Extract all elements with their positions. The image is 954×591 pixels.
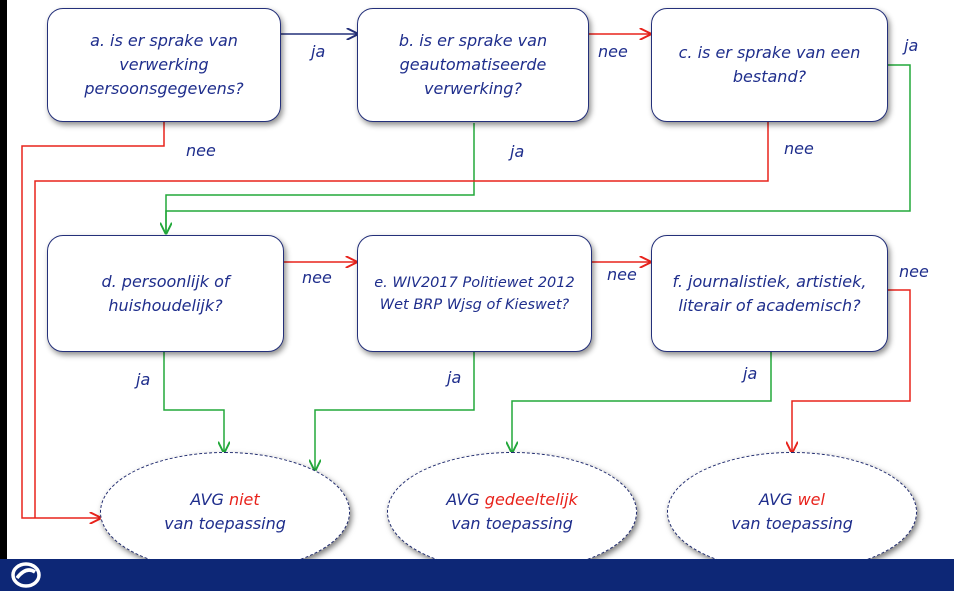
box-c-text: c. is er sprake van een bestand? (678, 43, 861, 86)
outcome-niet-line1: AVG niet (190, 490, 260, 509)
label-b-c: nee (598, 42, 628, 61)
highlight-gedeeltelijk: gedeeltelijk (484, 490, 578, 509)
outcome-wel-line2: van toepassing (731, 514, 853, 533)
label-a-nee: nee (186, 141, 216, 160)
arrow-a-niet (21, 122, 165, 518)
box-a-text: a. is er sprake van verwerking persoonsg… (84, 31, 244, 98)
arrow-f-wel (792, 289, 911, 452)
box-b-text: b. is er sprake van geautomatiseerde ver… (398, 31, 548, 98)
label-f-nee: nee (899, 262, 929, 281)
box-f-text: f. journalistiek, artistiek, literair of… (672, 271, 867, 315)
label-e-f: nee (607, 265, 637, 284)
label-a-b: ja (311, 42, 326, 61)
box-f: f. journalistiek, artistiek, literair of… (651, 235, 888, 352)
label-f-ja: ja (743, 364, 758, 383)
outcome-niet: AVG niet van toepassing (100, 452, 350, 572)
left-border (0, 0, 7, 591)
outcome-gedeeltelijk: AVG gedeeltelijk van toepassing (387, 452, 637, 572)
arrow-c-niet (34, 122, 769, 518)
box-b: b. is er sprake van geautomatiseerde ver… (357, 8, 589, 122)
box-d: d. persoonlijk of huishoudelijk? (47, 235, 284, 352)
footer-bar (0, 559, 954, 591)
highlight-wel: wel (797, 490, 825, 509)
arrow-b-d (165, 123, 475, 233)
label-c-ja: ja (904, 36, 919, 55)
highlight-niet: niet (228, 490, 260, 509)
label-b-ja: ja (510, 142, 525, 161)
label-d-ja: ja (136, 370, 151, 389)
outcome-wel-line1: AVG wel (759, 490, 825, 509)
outcome-gedeeltelijk-line1: AVG gedeeltelijk (446, 490, 578, 509)
label-e-ja: ja (447, 368, 462, 387)
arrow-d-niet (163, 352, 224, 452)
label-d-e: nee (302, 268, 332, 287)
outcome-gedeeltelijk-line2: van toepassing (451, 514, 573, 533)
logo-icon (11, 562, 41, 588)
arrow-e-niet (315, 352, 475, 470)
outcome-wel: AVG wel van toepassing (667, 452, 917, 572)
box-a: a. is er sprake van verwerking persoonsg… (47, 8, 281, 122)
outcome-niet-line2: van toepassing (164, 514, 286, 533)
box-c: c. is er sprake van een bestand? (651, 8, 888, 122)
box-e: e. WIV2017 Politiewet 2012 Wet BRP Wjsg … (357, 235, 592, 352)
box-d-text: d. persoonlijk of huishoudelijk? (101, 271, 230, 315)
arrow-f-gedeeltelijk (512, 352, 772, 452)
label-c-nee: nee (784, 139, 814, 158)
box-e-text: e. WIV2017 Politiewet 2012 Wet BRP Wjsg … (374, 274, 575, 313)
